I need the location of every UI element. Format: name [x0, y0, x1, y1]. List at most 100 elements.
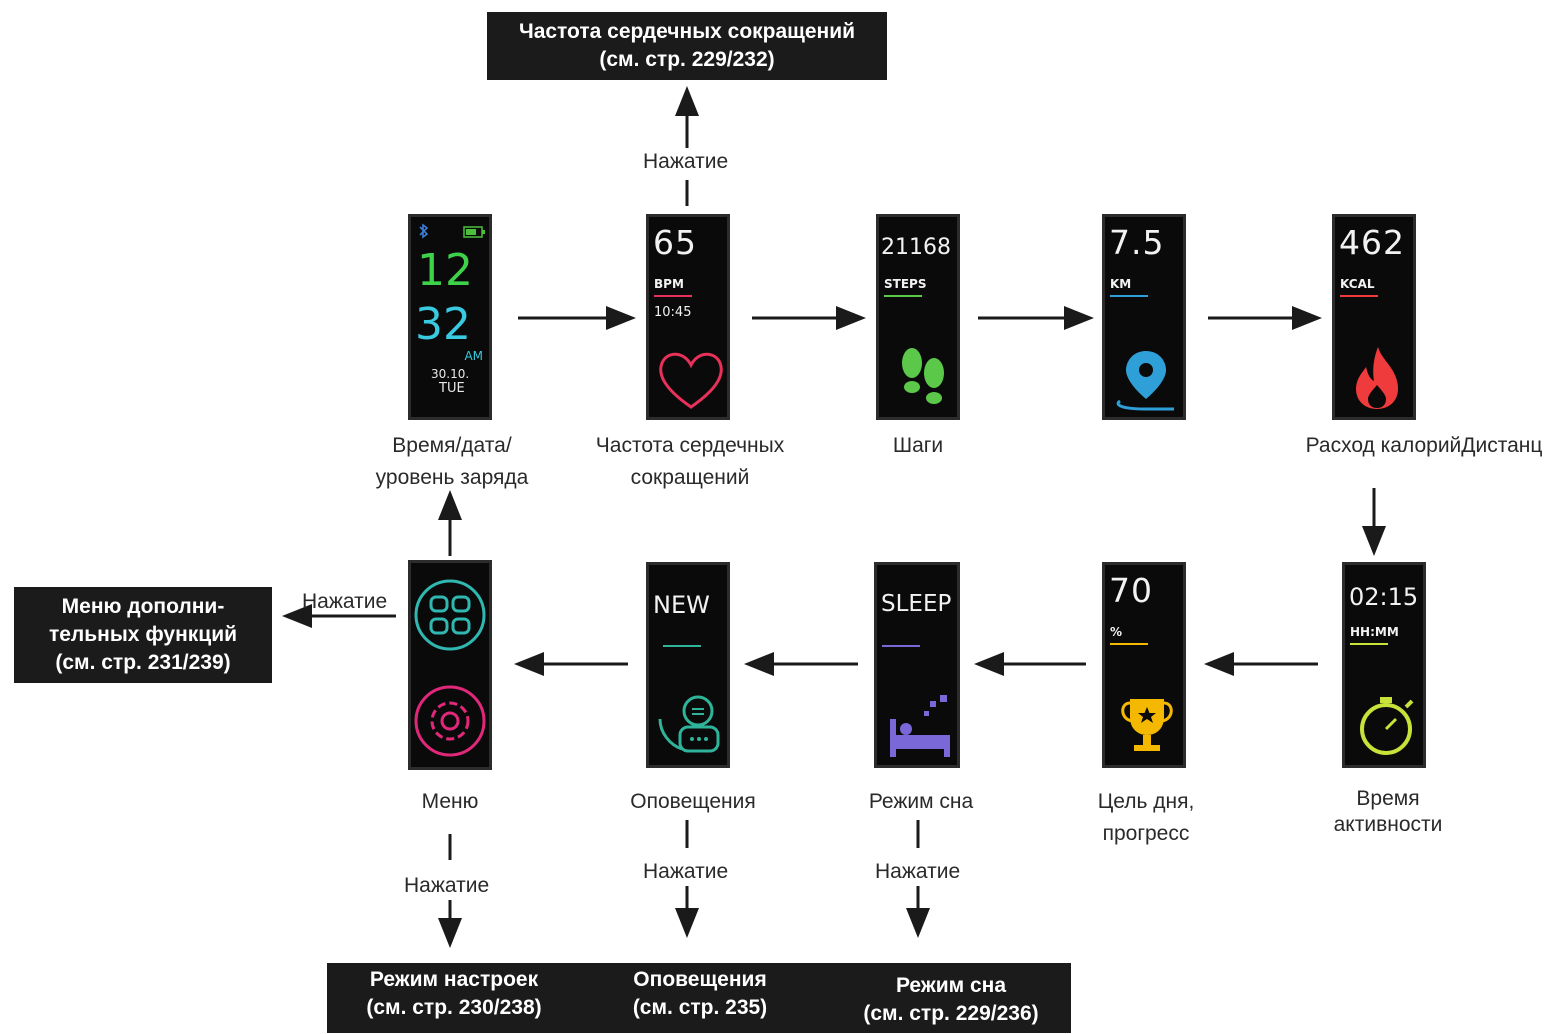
goal-unit: %	[1110, 625, 1123, 639]
time-ampm: AM	[464, 349, 483, 363]
extra-menu-box-line-1: Меню дополни-	[61, 595, 225, 618]
gear-icon	[414, 685, 486, 757]
caption-calories: Расход калорийДистанц	[1306, 430, 1543, 462]
flame-icon	[1356, 347, 1398, 409]
caption-time-line-1: Время/дата/	[392, 434, 512, 457]
caption-steps: Шаги	[893, 430, 943, 462]
grid-menu-icon	[414, 579, 486, 651]
arrowhead-notifications-to-menu	[514, 652, 544, 676]
screen-goal: 70 %	[1102, 562, 1186, 768]
screen-distance: 7.5 KM	[1102, 214, 1186, 420]
caption-time: Время/дата/ уровень заряда	[376, 430, 529, 494]
notifications-box-line-2: (см. стр. 235)	[632, 996, 768, 1019]
steps-underline	[884, 295, 922, 297]
sleep-info-box: Режим сна (см. стр. 229/236)	[842, 972, 1060, 1032]
press-label-menu-left: Нажатие	[302, 590, 388, 613]
arrowhead-menu-to-time	[438, 490, 462, 520]
caption-heart-line-1: Частота сердечных	[595, 434, 785, 457]
heart-unit: BPM	[654, 277, 684, 291]
arrowhead-sleep-press-down	[906, 908, 930, 938]
chat-bubbles-icon	[658, 695, 720, 753]
caption-goal-line-2: прогресс	[1102, 822, 1190, 845]
caption-notifications: Оповещения	[630, 786, 755, 818]
goal-underline	[1110, 643, 1148, 645]
steps-unit: STEPS	[884, 277, 927, 291]
steps-value: 21168	[881, 235, 951, 260]
screen-notifications: NEW	[646, 562, 730, 768]
arrowhead-goal-to-sleep	[974, 652, 1004, 676]
settings-info-box: Режим настроек (см. стр. 230/238)	[340, 966, 568, 1032]
distance-value: 7.5	[1109, 223, 1165, 262]
footprints-icon	[902, 348, 944, 404]
screen-calories: 462 KCAL	[1332, 214, 1416, 420]
distance-unit: KM	[1110, 277, 1132, 291]
extra-menu-box-line-3: (см. стр. 231/239)	[55, 651, 231, 674]
bed-icon	[890, 695, 950, 757]
screen-menu	[408, 560, 492, 770]
heart-rate-info-box: Частота сердечных сокращений (см. стр. 2…	[487, 12, 887, 80]
calories-value: 462	[1339, 223, 1405, 262]
sleep-box-line-2: (см. стр. 229/236)	[863, 1002, 1039, 1025]
extra-menu-box-line-2: тельных функций	[48, 623, 238, 646]
caption-menu-line-1: Меню	[421, 790, 479, 813]
heart-icon	[659, 352, 723, 409]
arrowhead-heart-press	[675, 86, 699, 116]
sleep-value: SLEEP	[881, 591, 952, 617]
calories-unit: KCAL	[1340, 277, 1375, 291]
active-time-unit: HH:MM	[1350, 625, 1399, 639]
time-day: TUE	[439, 381, 465, 396]
arrowhead-sleep-to-notifications	[744, 652, 774, 676]
battery-icon	[463, 226, 485, 238]
notifications-value: NEW	[653, 591, 710, 619]
caption-sleep-line-1: Режим сна	[868, 790, 974, 813]
calories-underline	[1340, 295, 1378, 297]
caption-goal: Цель дня, прогресс	[1098, 786, 1195, 850]
arrowhead-heart-to-steps	[836, 306, 866, 330]
stopwatch-icon	[1360, 697, 1414, 755]
arrowhead-time-to-heart	[606, 306, 636, 330]
heart-value: 65	[653, 223, 697, 262]
caption-goal-line-1: Цель дня,	[1097, 790, 1195, 813]
screen-time: 12 32 AM 30.10. TUE	[408, 214, 492, 420]
arrowhead-active-to-goal	[1204, 652, 1234, 676]
arrowhead-distance-to-calories	[1292, 306, 1322, 330]
caption-notifications-line-1: Оповещения	[630, 790, 756, 813]
location-pin-icon	[1116, 351, 1174, 411]
arrowhead-steps-to-distance	[1064, 306, 1094, 330]
bluetooth-icon	[419, 223, 429, 239]
caption-heart: Частота сердечных сокращений	[596, 430, 784, 494]
notifications-underline	[663, 645, 701, 647]
press-label-heart: Нажатие	[643, 150, 729, 174]
caption-steps-line-1: Шаги	[892, 434, 944, 457]
caption-time-line-2: уровень заряда	[375, 466, 529, 489]
arrowhead-calories-to-active	[1362, 526, 1386, 556]
settings-box-line-1: Режим настроек	[369, 968, 539, 991]
arrowhead-menu-press-left	[282, 604, 312, 628]
distance-underline	[1110, 295, 1148, 297]
caption-active-line-1: Время	[1356, 787, 1420, 810]
arrowhead-menu-press-down	[438, 918, 462, 948]
time-date: 30.10.	[431, 367, 470, 381]
screen-sleep: SLEEP	[874, 562, 960, 768]
caption-active-time: Время активности	[1334, 786, 1443, 838]
caption-heart-line-2: сокращений	[630, 466, 750, 489]
sleep-box-line-1: Режим сна	[895, 974, 1007, 997]
screen-heart-rate: 65 BPM 10:45	[646, 214, 730, 420]
screen-steps: 21168 STEPS	[876, 214, 960, 420]
heart-clock: 10:45	[654, 305, 692, 320]
caption-active-line-2: активности	[1333, 813, 1443, 836]
extra-menu-info-box: Меню дополни- тельных функций (см. стр. …	[14, 587, 272, 683]
caption-menu: Меню	[422, 786, 479, 818]
active-time-underline	[1350, 643, 1388, 645]
press-label-notifications-down: Нажатие	[643, 860, 729, 884]
arrowhead-notif-press-down	[675, 908, 699, 938]
sleep-underline	[882, 645, 920, 647]
notifications-info-box: Оповещения (см. стр. 235)	[610, 966, 790, 1032]
goal-value: 70	[1109, 571, 1153, 610]
settings-box-line-2: (см. стр. 230/238)	[366, 996, 542, 1019]
caption-calories-line-1: Расход калорийДистанц	[1305, 434, 1543, 457]
caption-sleep: Режим сна	[869, 786, 973, 818]
heart-underline	[654, 295, 692, 297]
